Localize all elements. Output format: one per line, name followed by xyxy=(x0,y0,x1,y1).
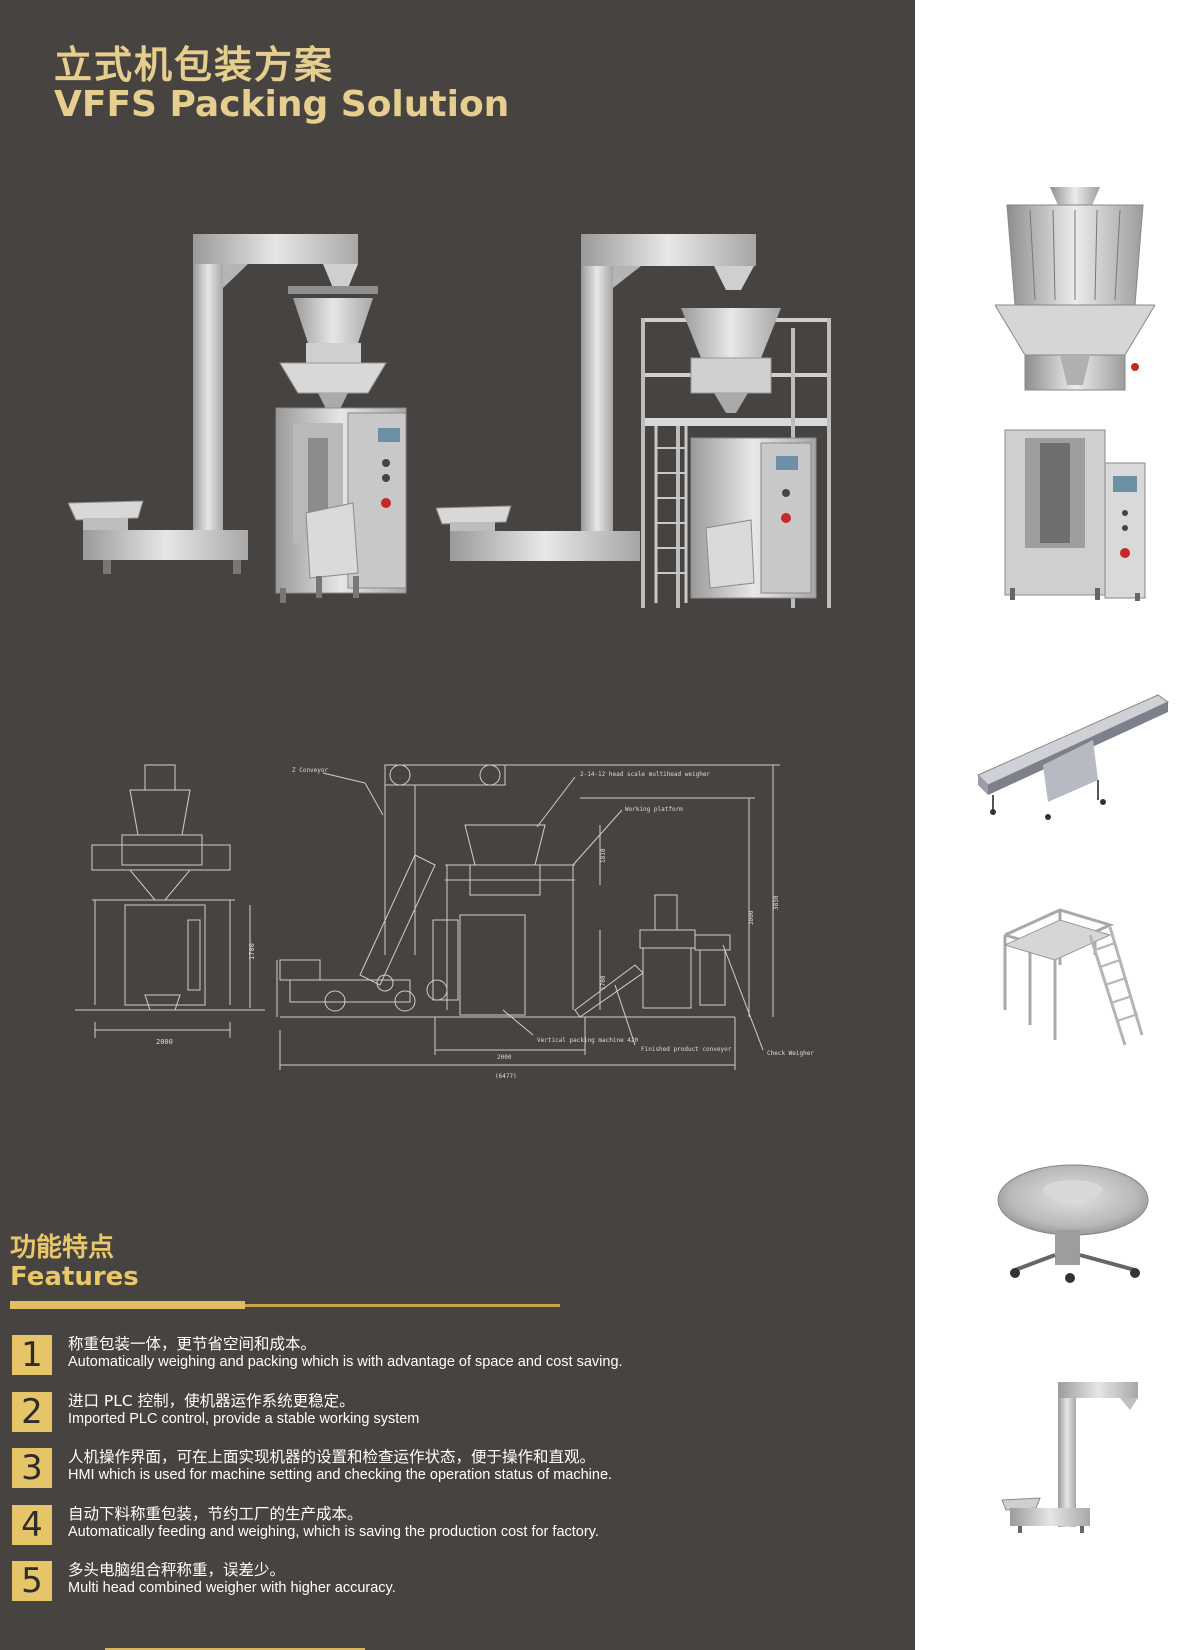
label-working-platform: Working platform xyxy=(625,806,683,813)
label-finished-product-conveyor: Finished product conveyor xyxy=(641,1046,732,1053)
feature-item: 1 称重包装一体，更节省空间和成本。 Automatically weighin… xyxy=(12,1332,892,1378)
feature-number: 1 xyxy=(12,1335,52,1375)
features-divider-accent xyxy=(10,1301,245,1309)
z-bucket-conveyor-photo xyxy=(1001,1382,1138,1533)
feature-item: 3 人机操作界面，可在上面实现机器的设置和检查运作状态，便于操作和直观。 HMI… xyxy=(12,1445,892,1491)
feature-item: 4 自动下料称重包装，节约工厂的生产成本。 Automatically feed… xyxy=(12,1502,892,1548)
page-title-cn: 立式机包装方案 xyxy=(54,43,335,87)
dim-1700-left: 1700 xyxy=(248,943,256,960)
bottom-accent-line xyxy=(105,1648,365,1650)
dim-1700-right: 1700 xyxy=(600,975,607,990)
feature-text-cn: 称重包装一体，更节省空间和成本。 xyxy=(68,1335,317,1353)
technical-drawing-front: 2000 1700 xyxy=(75,764,265,1046)
feature-item: 5 多头电脑组合秤称重，误差少。 Multi head combined wei… xyxy=(12,1558,892,1604)
feature-text-cn: 进口 PLC 控制，使机器运作系统更稳定。 xyxy=(68,1392,355,1410)
product-conveyor-photo xyxy=(977,694,1169,820)
feature-text-cn: 自动下料称重包装，节约工厂的生产成本。 xyxy=(68,1505,363,1523)
vffs-line-photo-1 xyxy=(68,234,407,603)
dim-3800: 3800 xyxy=(748,910,755,925)
vertical-packing-machine-photo xyxy=(1004,429,1146,601)
working-platform-photo xyxy=(1003,908,1144,1046)
technical-drawing-side: Z Conveyor 2-14-12 head scale multihead … xyxy=(276,764,814,1080)
feature-number: 4 xyxy=(12,1505,52,1545)
feature-number: 5 xyxy=(12,1561,52,1601)
component-sidebar xyxy=(915,0,1200,1650)
feature-text-en: Automatically weighing and packing which… xyxy=(68,1354,623,1370)
dim-1810: 1810 xyxy=(600,848,607,863)
label-check-weigher: Check Weigher xyxy=(767,1050,814,1057)
dim-3830: 3830 xyxy=(773,895,780,910)
dim-2000-right: 2000 xyxy=(497,1054,512,1061)
feature-text-cn: 多头电脑组合秤称重，误差少。 xyxy=(68,1561,286,1579)
main-panel: 立式机包装方案 VFFS Packing Solution xyxy=(0,0,915,1650)
features-heading-cn: 功能特点 xyxy=(10,1233,115,1263)
label-z-conveyor: Z Conveyor xyxy=(292,767,329,774)
rotary-collecting-table-photo xyxy=(997,1164,1149,1283)
features-divider xyxy=(10,1304,560,1307)
feature-text-en: Imported PLC control, provide a stable w… xyxy=(68,1411,420,1427)
dim-6477: (6477) xyxy=(495,1073,517,1080)
feature-text-en: Automatically feeding and weighing, whic… xyxy=(68,1524,599,1540)
feature-text-cn: 人机操作界面，可在上面实现机器的设置和检查运作状态，便于操作和直观。 xyxy=(68,1448,596,1466)
vffs-line-photo-2 xyxy=(436,234,831,608)
feature-item: 2 进口 PLC 控制，使机器运作系统更稳定。 Imported PLC con… xyxy=(12,1389,892,1435)
multihead-weigher-photo xyxy=(995,187,1155,391)
feature-number: 3 xyxy=(12,1448,52,1488)
feature-number: 2 xyxy=(12,1392,52,1432)
page-title-en: VFFS Packing Solution xyxy=(54,84,510,125)
features-heading-en: Features xyxy=(10,1262,139,1292)
label-vertical-packing-machine: Vertical packing machine 420 xyxy=(537,1037,639,1044)
feature-text-en: HMI which is used for machine setting an… xyxy=(68,1467,613,1483)
label-weigher: 2-14-12 head scale multihead weigher xyxy=(580,771,710,778)
dim-2000-left: 2000 xyxy=(156,1038,173,1046)
feature-text-en: Multi head combined weigher with higher … xyxy=(68,1580,396,1596)
